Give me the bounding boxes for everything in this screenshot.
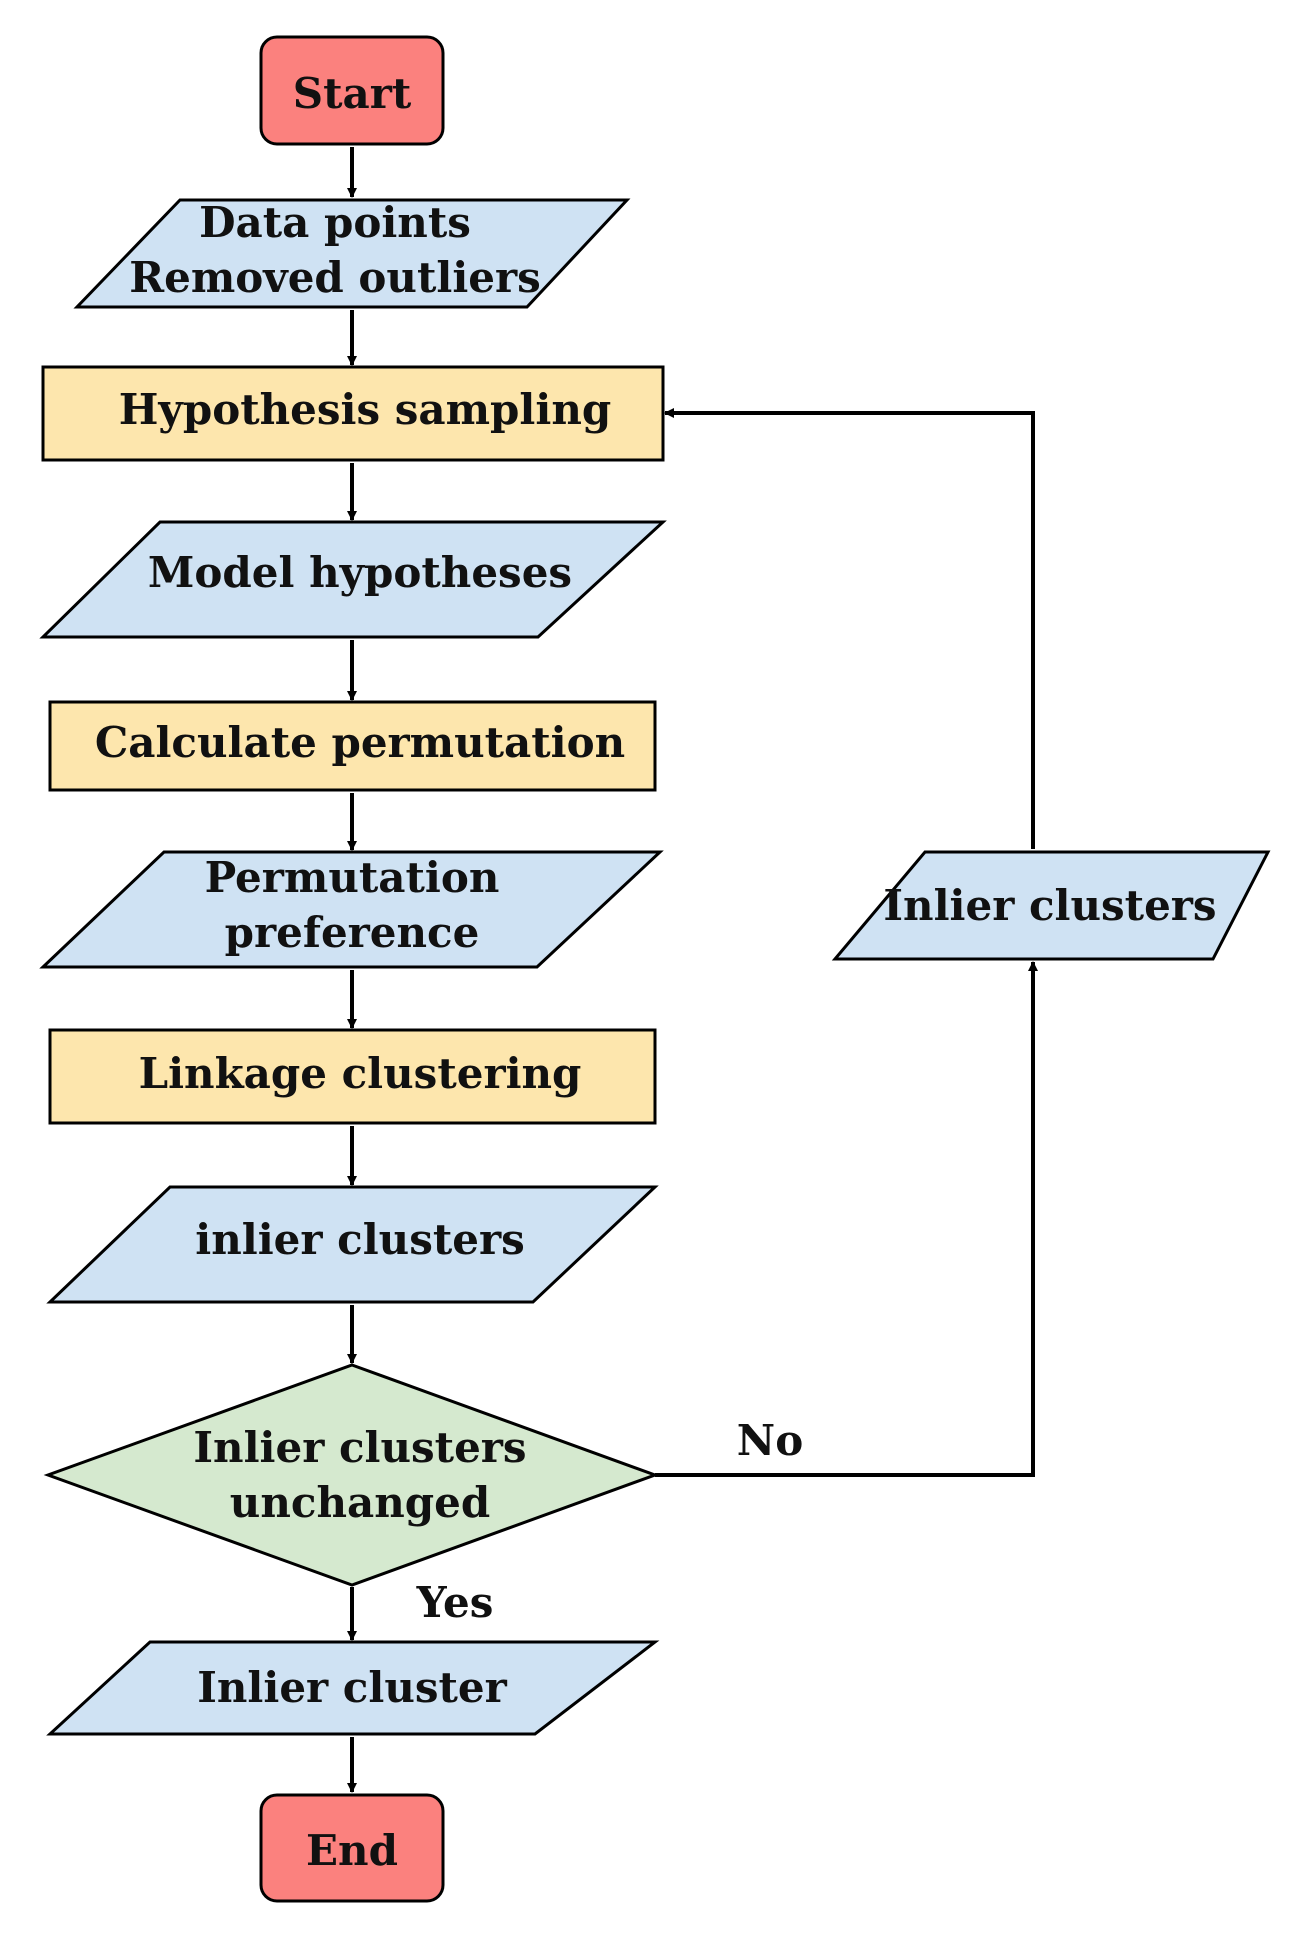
decision-label-line2: unchanged — [230, 1478, 490, 1527]
permutation-preference-label-line2: preference — [225, 908, 480, 957]
linkage-clustering-label: Linkage clustering — [139, 1049, 582, 1098]
inlier-cluster-label: Inlier cluster — [197, 1663, 507, 1712]
start-label: Start — [293, 69, 412, 118]
inlier-cluster-node: Inlier cluster — [46, 1640, 660, 1736]
permutation-preference-node: Permutation preference — [39, 850, 664, 969]
decision-label-line1: Inlier clusters — [193, 1423, 526, 1472]
data-points-node: Data points Removed outliers — [73, 198, 631, 309]
calculate-permutation-node: Calculate permutation — [48, 700, 657, 792]
hypothesis-sampling-label: Hypothesis sampling — [119, 385, 611, 434]
start-node: Start — [259, 35, 445, 146]
data-points-label-line2: Removed outliers — [129, 253, 541, 302]
permutation-preference-label-line1: Permutation — [205, 853, 500, 902]
inlier-clusters-lower-label: inlier clusters — [195, 1215, 524, 1264]
edge-label-yes: Yes — [416, 1578, 494, 1627]
data-points-label-line1: Data points — [199, 198, 471, 247]
inlier-clusters-lower-node: inlier clusters — [46, 1185, 659, 1304]
linkage-clustering-node: Linkage clustering — [48, 1028, 657, 1125]
model-hypotheses-label: Model hypotheses — [148, 548, 572, 597]
decision-node: Inlier clusters unchanged — [43, 1363, 660, 1587]
end-node: End — [259, 1793, 445, 1903]
edge-label-no: No — [737, 1416, 803, 1465]
connectors — [347, 147, 1038, 1793]
end-label: End — [306, 1826, 398, 1875]
inlier-clusters-loop-node: Inlier clusters — [831, 850, 1271, 961]
inlier-clusters-loop-label: Inlier clusters — [883, 881, 1216, 930]
calculate-permutation-label: Calculate permutation — [95, 718, 625, 767]
model-hypotheses-node: Model hypotheses — [39, 520, 667, 639]
arrow-loop-to-hypothesis-sampling — [664, 408, 1035, 849]
hypothesis-sampling-node: Hypothesis sampling — [41, 365, 665, 462]
arrow-decision-no-to-inlier-clusters-loop — [655, 961, 1038, 1477]
